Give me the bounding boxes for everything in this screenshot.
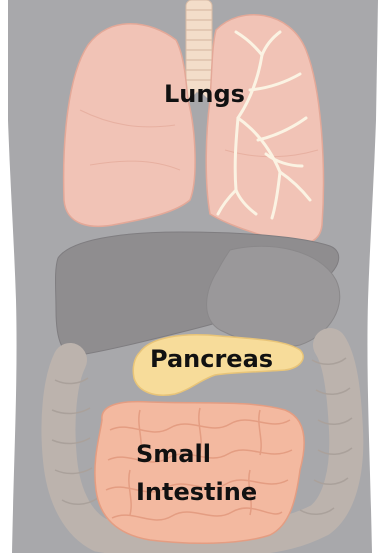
small-intestine-label-line2: Intestine [136, 478, 257, 506]
small-intestine-illustration [95, 402, 304, 544]
lungs-label: Lungs [164, 80, 245, 108]
small-intestine-label-line1: Small [136, 440, 211, 468]
pancreas-label: Pancreas [150, 345, 273, 373]
